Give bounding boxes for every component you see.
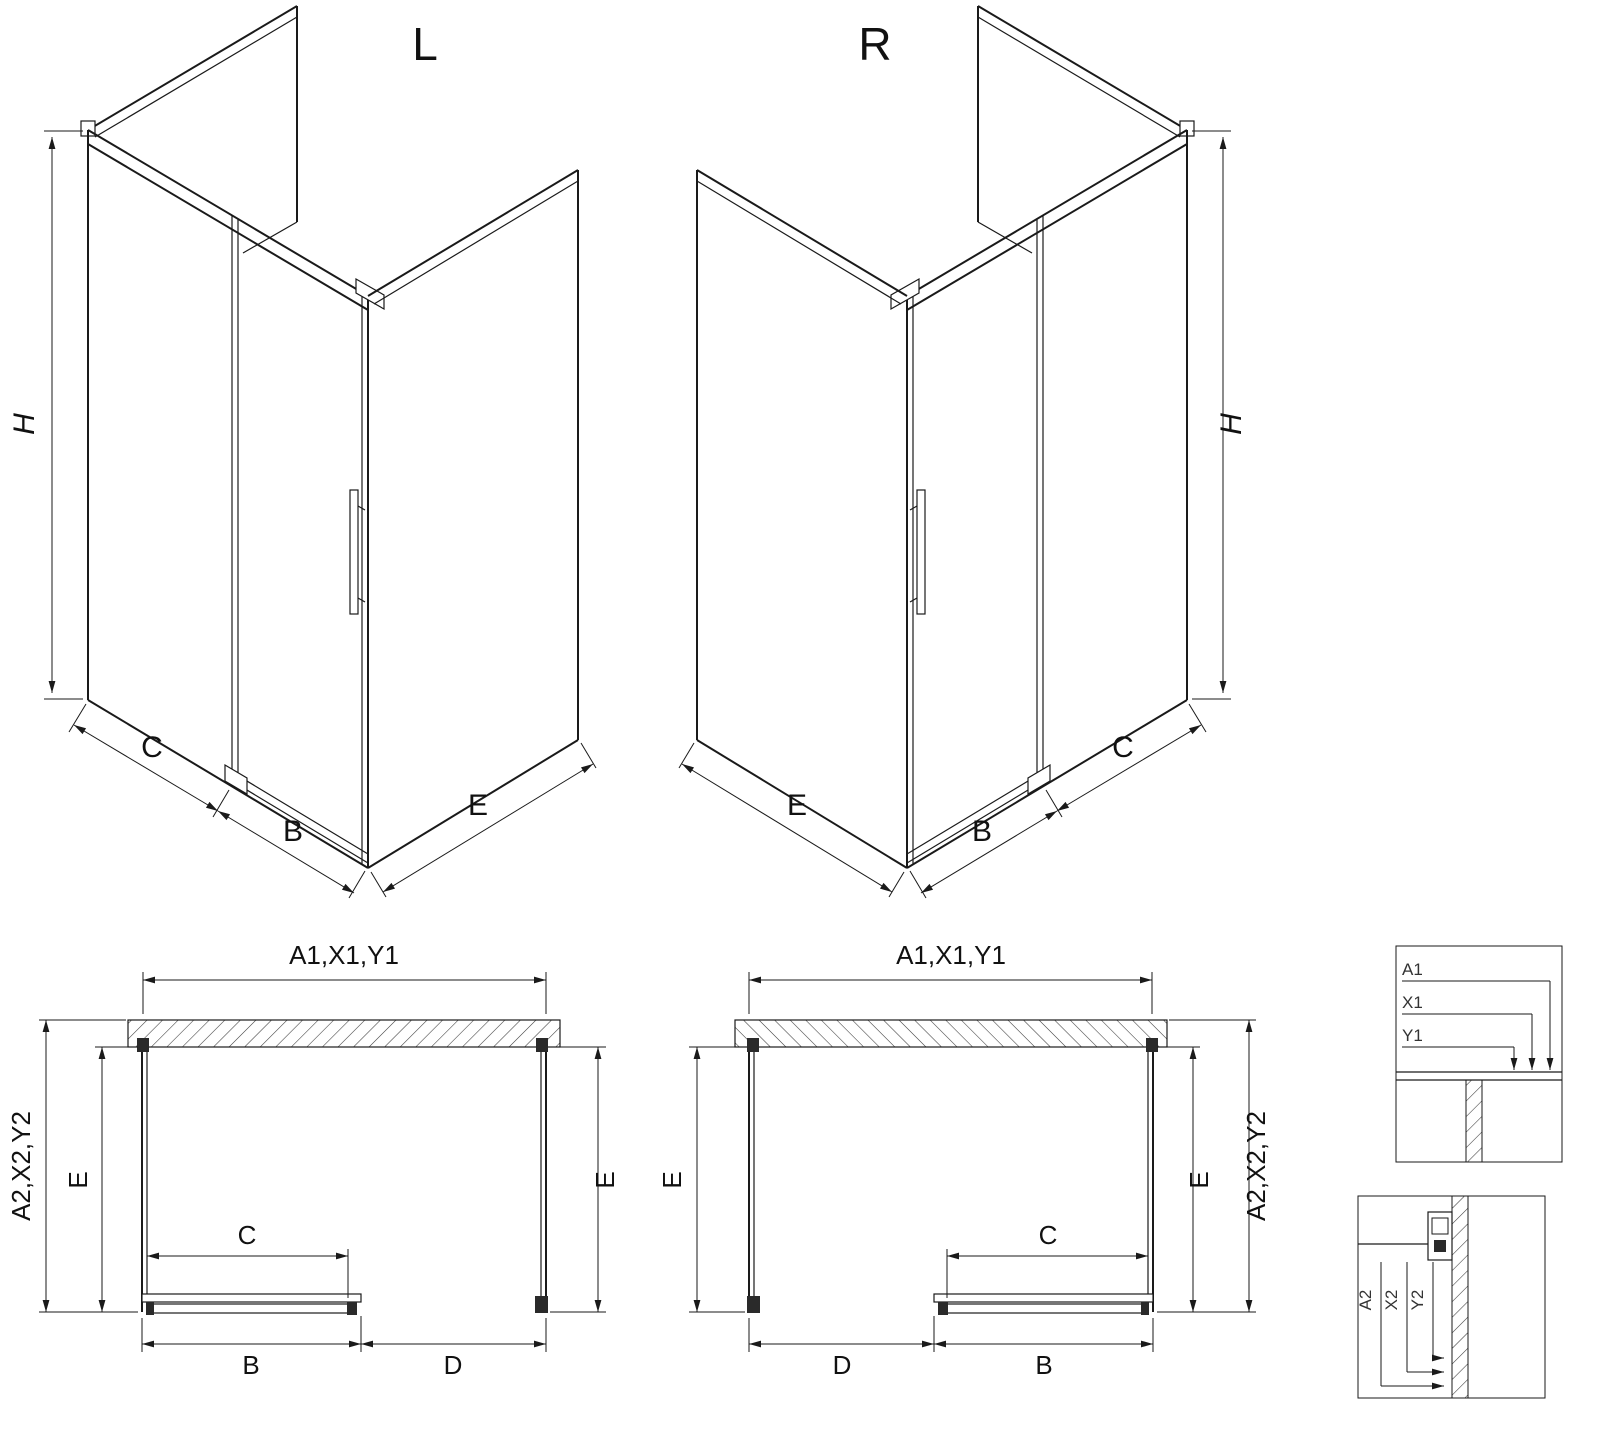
detail-wall-profile-top: A1 X1 Y1 <box>1395 945 1563 1163</box>
iso-right-geometry <box>679 6 1231 898</box>
dim-label-b-left: B <box>283 815 303 848</box>
plan-left-depth-left-label: E <box>63 1171 93 1188</box>
plan-right-overall-depth-label: A2,X2,Y2 <box>1241 1111 1271 1221</box>
plan-right-geometry <box>689 972 1256 1352</box>
detail-a2-label: A2 <box>1356 1290 1375 1311</box>
detail-y1-label: Y1 <box>1402 1026 1423 1045</box>
plan-left-width-label: A1,X1,Y1 <box>289 940 399 970</box>
iso-view-left: L H C B E <box>8 6 596 898</box>
detail-x1-label: X1 <box>1402 993 1423 1012</box>
iso-left-geometry <box>44 6 596 898</box>
dim-label-e-right: E <box>787 789 807 822</box>
plan-right-opening-label: C <box>1039 1220 1058 1250</box>
plan-left-geometry <box>39 972 606 1352</box>
plan-right-width-label: A1,X1,Y1 <box>896 940 1006 970</box>
dim-label-height-right: H <box>1215 413 1248 435</box>
dim-label-height-left: H <box>8 413 41 435</box>
glass-section-hatched <box>1465 1079 1483 1163</box>
detail-x2-label: X2 <box>1382 1290 1401 1311</box>
dim-label-c-right: C <box>1112 731 1134 764</box>
plan-view-right: A1,X1,Y1 C D B E E A2,X2,Y2 <box>657 940 1271 1380</box>
plan-left-overall-depth-label: A2,X2,Y2 <box>6 1111 36 1221</box>
profile-gasket <box>1434 1240 1446 1252</box>
plan-view-left: A1,X1,Y1 C B D E E A2,X2,Y2 <box>6 940 620 1380</box>
view-label-right: R <box>858 18 891 70</box>
detail-a1-label: A1 <box>1402 960 1423 979</box>
plan-left-depth-right-label: E <box>590 1171 620 1188</box>
iso-view-right: R H E B C <box>679 6 1248 898</box>
dim-label-e-left: E <box>468 789 488 822</box>
plan-left-opening-label: C <box>238 1220 257 1250</box>
plan-right-fixed-label: D <box>833 1350 852 1380</box>
view-label-left: L <box>412 18 438 70</box>
detail-y2-label: Y2 <box>1408 1290 1427 1311</box>
plan-left-fixed-label: D <box>444 1350 463 1380</box>
plan-right-depth-right-label: E <box>1184 1171 1214 1188</box>
detail-wall-profile-side: A2 X2 Y2 <box>1356 1195 1546 1399</box>
plan-right-depth-left-label: E <box>657 1171 687 1188</box>
plan-right-door-label: B <box>1035 1350 1052 1380</box>
dim-label-c-left: C <box>141 731 163 764</box>
wall-section-hatched-side <box>1451 1195 1469 1399</box>
dim-label-b-right: B <box>972 815 992 848</box>
plan-left-door-label: B <box>242 1350 259 1380</box>
profile-inner <box>1431 1217 1449 1235</box>
